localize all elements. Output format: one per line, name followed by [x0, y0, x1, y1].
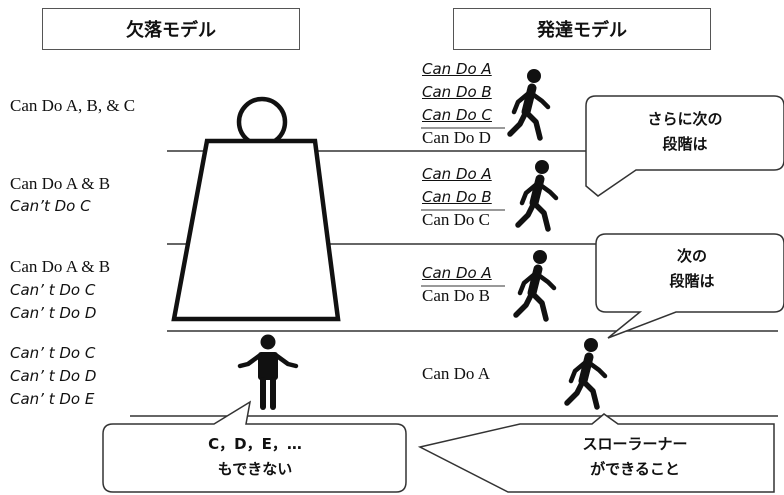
- callout-next-next-stage: [585, 95, 784, 197]
- callout-slow-learner-line-2: ができること: [590, 460, 680, 478]
- left-row-1-line-1: Can Do A, B, & C: [10, 96, 136, 115]
- callout-cannot: [102, 400, 407, 493]
- deficit-model-header: 欠落モデル: [42, 8, 300, 50]
- right-row-2-line-2: Can Do B: [422, 188, 492, 206]
- callout-next-next-stage-line-1: さらに次の: [647, 110, 723, 128]
- callout-slow-learner-text: スローラーナー ができること: [500, 432, 770, 482]
- left-row-4-line-3: Can’ t Do E: [10, 390, 95, 408]
- developmental-model-label: 発達モデル: [537, 20, 627, 41]
- walking-person-icon: [513, 250, 557, 322]
- callout-next-next-stage-text: さらに次の 段階は: [590, 107, 780, 157]
- left-row-2-line-2: Can’t Do C: [10, 197, 91, 215]
- right-row-2-line-1: Can Do A: [422, 165, 492, 183]
- developmental-model-header: 発達モデル: [453, 8, 711, 50]
- left-row-3-line-1: Can Do A & B: [10, 257, 111, 276]
- callout-next-stage-line-1: 次の: [676, 247, 707, 265]
- callout-next-stage: [595, 233, 784, 339]
- callout-next-stage-text: 次の 段階は: [600, 244, 784, 294]
- left-row-4-line-2: Can’ t Do D: [10, 367, 97, 385]
- deficit-model-label: 欠落モデル: [126, 20, 216, 41]
- right-row-3-line-2: Can Do B: [422, 286, 490, 305]
- callout-next-stage-line-2: 段階は: [669, 272, 715, 290]
- callout-slow-learner-line-1: スローラーナー: [582, 435, 688, 453]
- shrugging-person-icon: [237, 334, 299, 410]
- walking-person-icon: [515, 160, 559, 232]
- callout-cannot-line-2: もできない: [217, 460, 293, 478]
- left-row-2-line-1: Can Do A & B: [10, 174, 111, 193]
- left-row-3-line-2: Can’ t Do C: [10, 281, 96, 299]
- right-row-1-line-1: Can Do A: [422, 60, 492, 78]
- callout-cannot-text: C，D，E，… もできない: [106, 432, 404, 482]
- right-row-1-line-2: Can Do B: [422, 83, 492, 101]
- right-row-1-line-3: Can Do C: [422, 106, 492, 124]
- walking-person-icon: [564, 338, 608, 410]
- left-row-3-line-3: Can’ t Do D: [10, 304, 97, 322]
- callout-slow-learner: [417, 413, 775, 493]
- callout-cannot-line-1: C，D，E，…: [208, 435, 302, 453]
- walking-person-icon: [507, 69, 551, 141]
- right-row-2-line-3: Can Do C: [422, 210, 490, 229]
- right-row-3-line-1: Can Do A: [422, 264, 492, 282]
- callout-next-next-stage-line-2: 段階は: [662, 135, 708, 153]
- left-row-4-line-1: Can’ t Do C: [10, 344, 96, 362]
- weight-icon: [171, 96, 341, 322]
- right-row-1-line-4: Can Do D: [422, 128, 491, 147]
- right-row-4-line-1: Can Do A: [422, 364, 490, 383]
